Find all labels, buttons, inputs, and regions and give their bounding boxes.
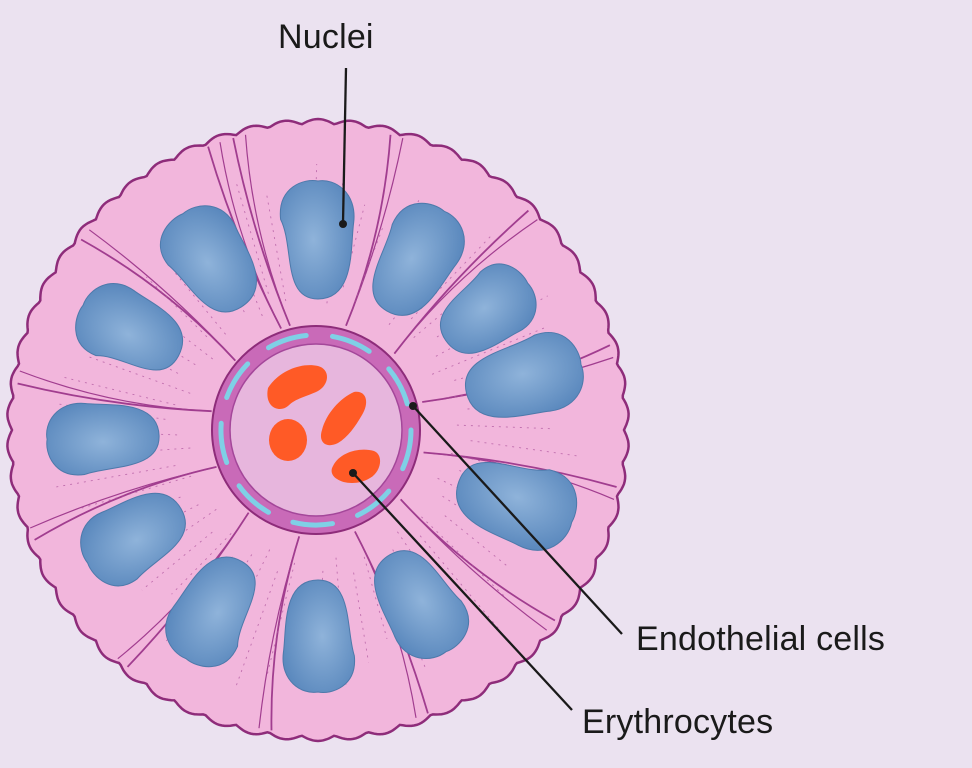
nucleus bbox=[439, 263, 537, 354]
erythrocyte-leader-line bbox=[352, 472, 573, 711]
nucleus bbox=[46, 402, 160, 476]
nuclei-group bbox=[46, 179, 584, 694]
cytoplasm-dotted-line bbox=[235, 182, 269, 294]
leader-dots bbox=[339, 220, 417, 477]
endothelial-cell-nucleus bbox=[355, 488, 392, 518]
endothelial-leader-dot bbox=[409, 402, 417, 410]
cytoplasm-dotted-line bbox=[80, 475, 192, 509]
cell-boundary-line bbox=[244, 134, 291, 326]
cytoplasm-dotted-line bbox=[363, 556, 388, 640]
endothelial-cell-nucleus bbox=[218, 420, 230, 465]
endothelial-cells-label: Endothelial cells bbox=[636, 620, 886, 658]
cytoplasm-dotted-line bbox=[266, 193, 287, 302]
cell-boundary-line bbox=[219, 142, 282, 329]
cell-boundary-line bbox=[258, 536, 300, 729]
nucleus bbox=[280, 179, 355, 300]
cell-boundary-line bbox=[345, 137, 404, 326]
cell-boundary-line bbox=[393, 219, 538, 354]
erythrocyte-leader-dot bbox=[349, 469, 357, 477]
endothelial-cell-nucleus bbox=[236, 483, 271, 515]
endothelial-cell-nucleus bbox=[266, 333, 309, 351]
cell-boundary-line bbox=[19, 370, 212, 412]
endothelial-cell-nucleus bbox=[330, 333, 372, 354]
cytoplasm-dotted-line bbox=[410, 235, 492, 320]
cell-boundary-line bbox=[400, 498, 548, 631]
nucleus bbox=[456, 462, 578, 551]
endothelial-cells bbox=[218, 333, 414, 528]
cytoplasm-dotted-line bbox=[266, 562, 296, 675]
leader-lines bbox=[341, 67, 623, 711]
nucleus bbox=[282, 579, 355, 694]
nucleus bbox=[374, 550, 469, 659]
cytoplasm-dotted-line bbox=[171, 533, 232, 595]
erythrocytes-label: Erythrocytes bbox=[582, 703, 774, 741]
endothelial-leader-line bbox=[412, 405, 623, 635]
cytoplasm-dotted-line bbox=[141, 531, 213, 591]
erythrocyte bbox=[331, 449, 381, 483]
nuclei-leader-dot bbox=[339, 220, 347, 228]
endothelial-cell-nucleus bbox=[224, 361, 251, 400]
erythrocyte bbox=[267, 365, 327, 409]
erythrocyte bbox=[320, 391, 367, 446]
nucleus bbox=[80, 492, 186, 587]
cell-boundary-line bbox=[29, 466, 217, 529]
erythrocytes-group bbox=[267, 365, 381, 483]
erythrocyte bbox=[269, 419, 307, 461]
nucleus bbox=[372, 202, 465, 316]
nuclei-label: Nuclei bbox=[278, 18, 374, 56]
nucleus bbox=[75, 283, 184, 371]
cytoplasm-dotted-line bbox=[145, 276, 208, 338]
cytoplasm-dotted-line bbox=[227, 231, 263, 317]
nuclei-leader-line bbox=[341, 67, 348, 224]
cytoplasm-dotted-line bbox=[63, 376, 176, 406]
nucleus bbox=[464, 332, 584, 418]
nucleus bbox=[159, 205, 257, 313]
cytoplasm-dotted-line bbox=[421, 516, 505, 597]
endothelial-cell-nucleus bbox=[386, 366, 410, 407]
endothelial-cell-nucleus bbox=[400, 427, 414, 472]
cell-boundary-line bbox=[88, 229, 236, 362]
cell-boundaries bbox=[17, 134, 617, 731]
cytoplasm-dotted-line bbox=[353, 572, 370, 663]
nucleus bbox=[165, 556, 256, 668]
endothelial-cell-nucleus bbox=[290, 519, 335, 528]
